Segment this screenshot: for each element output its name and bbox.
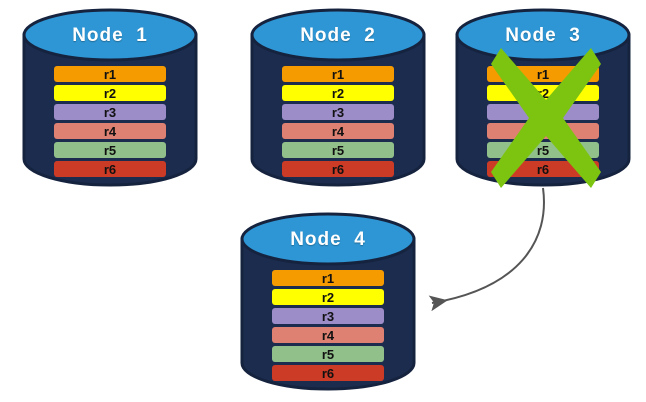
record-label: r1 — [321, 270, 335, 286]
node-1[interactable]: Node 1 r1 r2 r3 r4 r5 r6 — [22, 8, 198, 187]
record-label: r2 — [536, 85, 550, 101]
record-label: r3 — [321, 308, 335, 324]
record-label: r5 — [331, 142, 345, 158]
record-label: r2 — [331, 85, 345, 101]
record-label: r4 — [331, 123, 345, 139]
record-label: r4 — [536, 123, 550, 139]
record-r2[interactable]: r2 — [487, 85, 599, 101]
record-label: r5 — [536, 142, 550, 158]
record-label: r1 — [536, 66, 550, 82]
record-label: r3 — [536, 104, 550, 120]
record-r2[interactable]: r2 — [282, 85, 394, 101]
record-r5[interactable]: r5 — [272, 346, 384, 362]
record-r4[interactable]: r4 — [282, 123, 394, 139]
node-4-records: r1 r2 r3 r4 r5 r6 — [240, 270, 416, 381]
node-3-records: r1 r2 r3 r4 r5 r6 — [455, 66, 631, 177]
record-label: r3 — [331, 104, 345, 120]
record-r5[interactable]: r5 — [282, 142, 394, 158]
record-r4[interactable]: r4 — [54, 123, 166, 139]
record-r2[interactable]: r2 — [54, 85, 166, 101]
record-r6[interactable]: r6 — [272, 365, 384, 381]
record-r1[interactable]: r1 — [282, 66, 394, 82]
record-r5[interactable]: r5 — [54, 142, 166, 158]
record-r1[interactable]: r1 — [272, 270, 384, 286]
record-label: r4 — [103, 123, 117, 139]
node-2[interactable]: Node 2 r1 r2 r3 r4 r5 r6 — [250, 8, 426, 187]
record-r4[interactable]: r4 — [487, 123, 599, 139]
record-label: r2 — [103, 85, 117, 101]
record-r1[interactable]: r1 — [54, 66, 166, 82]
record-label: r1 — [103, 66, 117, 82]
record-label: r3 — [103, 104, 117, 120]
record-r6[interactable]: r6 — [282, 161, 394, 177]
record-label: r5 — [321, 346, 335, 362]
record-r4[interactable]: r4 — [272, 327, 384, 343]
record-r3[interactable]: r3 — [272, 308, 384, 324]
record-r3[interactable]: r3 — [282, 104, 394, 120]
record-label: r4 — [321, 327, 335, 343]
record-r3[interactable]: r3 — [487, 104, 599, 120]
node-1-records: r1 r2 r3 r4 r5 r6 — [22, 66, 198, 177]
record-r3[interactable]: r3 — [54, 104, 166, 120]
record-label: r6 — [103, 161, 117, 177]
node-2-records: r1 r2 r3 r4 r5 r6 — [250, 66, 426, 177]
record-label: r6 — [331, 161, 345, 177]
record-r1[interactable]: r1 — [487, 66, 599, 82]
arrow-path — [428, 187, 545, 312]
record-r6[interactable]: r6 — [54, 161, 166, 177]
record-label: r6 — [321, 365, 335, 381]
record-label: r6 — [536, 161, 550, 177]
record-r5[interactable]: r5 — [487, 142, 599, 158]
record-r2[interactable]: r2 — [272, 289, 384, 305]
record-label: r1 — [331, 66, 345, 82]
node-4[interactable]: Node 4 r1 r2 r3 r4 r5 r6 — [240, 212, 416, 391]
node-3[interactable]: Node 3 r1 r2 r3 r4 r5 r6 — [455, 8, 631, 188]
record-r6[interactable]: r6 — [487, 161, 599, 177]
record-label: r5 — [103, 142, 117, 158]
record-label: r2 — [321, 289, 335, 305]
